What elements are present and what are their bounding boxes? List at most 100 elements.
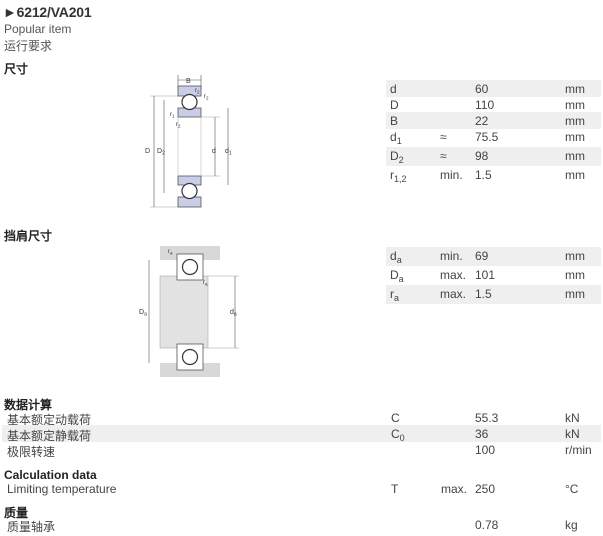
label-r2-top: r: [195, 88, 197, 94]
label-r2-top-sub: 2: [197, 90, 200, 95]
svg-text:d1: d1: [225, 148, 232, 157]
label-Da: D: [139, 309, 144, 316]
mass-row: 质量轴承 0.78 kg: [2, 516, 601, 534]
spec-symbol: d1: [390, 130, 402, 146]
calc-label: 基本额定静载荷: [7, 429, 92, 443]
label-r2-side: r: [204, 94, 206, 100]
spec-qualifier: ≈: [440, 149, 447, 163]
label-D2-sub: 2: [162, 151, 165, 157]
svg-text:ra: ra: [203, 280, 208, 287]
label-ra-top: r: [168, 249, 170, 255]
spec-value: 22: [475, 114, 489, 128]
spec-symbol: da: [390, 249, 402, 265]
spec-value: 1.5: [475, 287, 492, 301]
section-dimensions-title: 尺寸: [4, 62, 29, 76]
calc-symbol: C0: [391, 427, 405, 443]
calc-value: 0.78: [475, 518, 499, 532]
spec-unit: mm: [565, 82, 585, 96]
calc-unit: kN: [565, 411, 580, 425]
calc-value: 55.3: [475, 411, 499, 425]
spec-unit: mm: [565, 268, 585, 282]
spec-symbol: ra: [390, 287, 400, 303]
spec-qualifier: max.: [440, 287, 467, 301]
calc-label: Limiting temperature: [7, 482, 117, 496]
calc-unit: °C: [565, 482, 579, 496]
label-ra-inner: r: [203, 280, 205, 286]
spec-symbol: d: [390, 82, 397, 96]
spec-value: 75.5: [475, 130, 499, 144]
spec-qualifier: min.: [440, 168, 463, 182]
spec-value: 60: [475, 82, 489, 96]
abutment-row: Da max. 101 mm: [386, 266, 601, 285]
label-D2: D: [157, 148, 162, 155]
calc-label: 质量轴承: [7, 520, 56, 534]
spec-symbol: r1,2: [390, 168, 407, 184]
spec-value: 1.5: [475, 168, 492, 182]
label-r2-side-sub: 2: [206, 96, 209, 101]
calc-value: 100: [475, 443, 496, 457]
label-B: B: [186, 78, 191, 85]
svg-text:r2: r2: [195, 88, 200, 95]
abutment-drawing: Da da ra ra: [139, 246, 239, 377]
label-d1: d: [225, 148, 229, 155]
abutment-row: ra max. 1.5 mm: [386, 285, 601, 304]
calc-unit: kN: [565, 427, 580, 441]
popular-item-label: Popular item: [4, 22, 72, 36]
label-r2-inner: r: [176, 122, 178, 128]
calc-unit: r/min: [565, 443, 592, 457]
label-d: d: [212, 148, 216, 155]
svg-text:da: da: [230, 309, 237, 318]
section-mass-title: 质量: [4, 506, 29, 520]
label-ra-top-sub: a: [170, 251, 173, 256]
spec-symbol-sub: a: [394, 293, 400, 303]
spec-qualifier: max.: [440, 268, 467, 282]
calc-row: 极限转速 100 r/min: [2, 441, 601, 459]
dimension-row: d 60 mm: [386, 80, 601, 97]
spec-qualifier: ≈: [440, 130, 447, 144]
spec-value: 69: [475, 249, 489, 263]
calc-label: 基本额定动载荷: [7, 413, 92, 427]
spec-unit: mm: [565, 249, 585, 263]
calc-value: 36: [475, 427, 489, 441]
label-r2-inner-sub: 2: [178, 124, 181, 129]
spec-symbol-sub: a: [398, 274, 404, 284]
requirement-label: 运行要求: [4, 39, 53, 53]
spec-symbol-sub: 2: [398, 155, 404, 165]
label-d1-sub: 1: [229, 151, 232, 157]
spec-symbol: D2: [390, 149, 404, 165]
spec-unit: mm: [565, 130, 585, 144]
dimension-row: d1 ≈75.5 mm: [386, 128, 601, 147]
calc-symbol-sub: 0: [399, 433, 405, 443]
calc-symbol: T: [391, 482, 399, 496]
spec-symbol: D: [390, 98, 399, 112]
spec-symbol-sub: 1,2: [394, 174, 407, 184]
calc-unit: kg: [565, 518, 578, 532]
spec-qualifier: min.: [440, 249, 463, 263]
section-abutment-title: 挡肩尺寸: [4, 229, 53, 243]
svg-text:D2: D2: [157, 148, 165, 157]
spec-unit: mm: [565, 98, 585, 112]
calc-label: 极限转速: [7, 445, 56, 459]
spec-symbol: B: [390, 114, 399, 128]
svg-text:Da: Da: [139, 309, 147, 318]
label-r1: r: [170, 112, 172, 118]
label-da-sub: a: [234, 312, 237, 318]
label-Da-sub: a: [144, 312, 147, 318]
abutment-row: da min. 69 mm: [386, 247, 601, 266]
product-title: ►6212/VA201: [3, 4, 92, 20]
spec-symbol: Da: [390, 268, 404, 284]
calc-row: 基本额定静载荷 C0 36 kN: [2, 425, 601, 443]
spec-value: 101: [475, 268, 496, 282]
label-da: d: [230, 309, 234, 316]
svg-text:ra: ra: [168, 249, 173, 256]
spec-unit: mm: [565, 287, 585, 301]
svg-text:r2: r2: [204, 94, 209, 101]
spec-symbol-sub: 1: [396, 136, 402, 146]
bearing-section-drawing: B D D2 d d1 r2 r2 r1 r2: [145, 75, 232, 208]
section-calc-en-title: Calculation data: [4, 468, 97, 482]
section-calc-cn-title: 数据计算: [4, 398, 53, 412]
